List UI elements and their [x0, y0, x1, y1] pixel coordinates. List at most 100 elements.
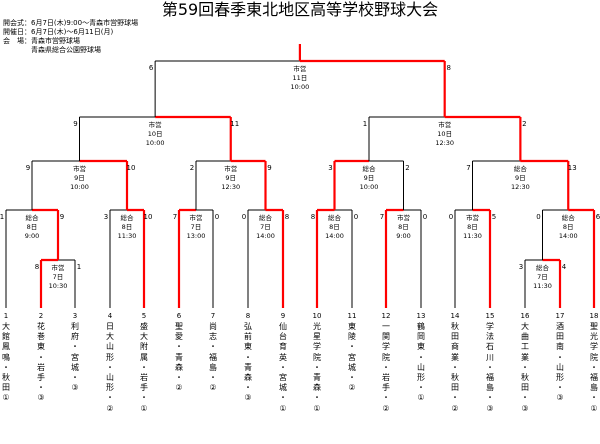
sfa-match-line-1: 10日 — [148, 130, 163, 138]
team-4-char: 大 — [106, 332, 114, 342]
final-match-line-0: 市営 — [293, 64, 306, 73]
team-15-char: 福 — [486, 373, 494, 383]
team-6-char: 青 — [175, 352, 183, 362]
team-14-char: 秋 — [451, 322, 459, 331]
team-10-char: 星 — [313, 332, 321, 342]
team-5-char: 手 — [140, 383, 148, 393]
qfb-match-line-2: 12:30 — [221, 183, 240, 191]
team-1-char: ① — [2, 393, 10, 403]
r2a-match-line-2: 9:00 — [25, 232, 40, 240]
team-name-8: 弘前東・青森・③ — [241, 322, 255, 404]
team-8-char: 森 — [244, 373, 252, 383]
qfb-match-bg — [219, 164, 242, 192]
team-14-char: ・ — [451, 393, 459, 403]
r2g-match-bg — [461, 213, 484, 241]
page-title: 第59回春季東北地区高等学校野球大会 — [161, 0, 439, 19]
team-9-char: 宮 — [279, 373, 287, 383]
team-12-char: ・ — [382, 362, 390, 372]
team-5-char: ・ — [140, 393, 148, 403]
team-6-char: 聖 — [175, 322, 183, 331]
team-name-16: 大曲工業・秋田・③ — [518, 322, 532, 414]
opening-ceremony-info: 開会式：6月7日(木)9:00～青森市営野球場 — [3, 19, 139, 27]
team-8-char: 東 — [244, 342, 252, 352]
r2f-match-line-2: 9:00 — [396, 232, 411, 240]
team-5-char: 大 — [140, 332, 148, 342]
r2h-match-line-2: 14:00 — [559, 232, 578, 240]
team-6-char: 愛 — [175, 332, 183, 342]
r2e-match-line-2: 14:00 — [325, 232, 344, 240]
qfc-score-left: 3 — [328, 164, 332, 172]
team-3-char: ・ — [71, 342, 79, 352]
r2c-score-left: 7 — [173, 213, 177, 221]
team-1-char: ・ — [2, 362, 10, 372]
r2h-match-line-1: 8日 — [563, 223, 574, 231]
team-11-char: 城 — [348, 362, 356, 372]
venue-info-2: 青森県総合公園野球場 — [3, 46, 101, 54]
team-10-char: ・ — [313, 393, 321, 403]
team-name-11: 東陵・宮城・② — [345, 322, 359, 393]
team-number-10: 10 — [313, 312, 322, 320]
team-5-char: 附 — [140, 342, 148, 352]
team-9-char: 英 — [279, 352, 287, 362]
sfa-score-left: 9 — [73, 120, 77, 128]
team-name-5: 盛大附属・岩手・① — [137, 322, 151, 414]
team-number-8: 8 — [246, 312, 250, 320]
team-14-char: ・ — [451, 362, 459, 372]
sfb-score-right: 2 — [522, 120, 526, 128]
team-7-char: 志 — [209, 332, 217, 342]
team-2-char: 東 — [37, 342, 45, 352]
team-number-4: 4 — [108, 312, 113, 320]
r2b-match-bg — [116, 213, 138, 241]
qfc-score-right: 2 — [405, 164, 409, 172]
team-18-char: 院 — [590, 352, 598, 362]
team-1-char: 田 — [2, 383, 10, 393]
team-11-char: 陵 — [348, 332, 356, 342]
team-number-12: 12 — [382, 312, 391, 320]
team-2-char: 手 — [37, 373, 45, 383]
r2g-match-line-1: 8日 — [467, 223, 478, 231]
team-5-char: ・ — [140, 362, 148, 372]
team-4-char: 山 — [106, 373, 114, 383]
team-name-17: 酒田南・山形・③ — [553, 322, 567, 404]
final-match-bg — [288, 64, 311, 92]
team-3-char: 宮 — [71, 352, 79, 362]
r1b-match-line-0: 総合 — [536, 263, 550, 272]
team-6-char: ・ — [175, 373, 183, 383]
qfb-match-line-0: 市営 — [224, 164, 237, 173]
team-14-char: 田 — [451, 332, 459, 342]
team-16-char: 田 — [521, 383, 529, 393]
team-15-char: ・ — [486, 362, 494, 372]
r2a-score-right: 9 — [60, 213, 64, 221]
qfd-match-bg — [509, 164, 532, 192]
team-name-9: 仙台育英・宮城・① — [276, 322, 290, 414]
team-14-char: 田 — [451, 383, 459, 393]
r1a-match-line-1: 7日 — [53, 273, 64, 281]
r2f-score-left: 7 — [380, 213, 384, 221]
venue-info-1: 会 場：青森市営野球場 — [3, 37, 80, 45]
team-4-char: 形 — [106, 383, 114, 393]
r2d-score-right: 8 — [285, 213, 289, 221]
qfd-match-line-0: 総合 — [514, 164, 528, 173]
team-7-char: ② — [209, 383, 217, 393]
r2f-match-line-0: 市営 — [397, 213, 410, 222]
team-number-18: 18 — [590, 312, 599, 320]
r2a-match-line-0: 総合 — [26, 213, 40, 222]
team-2-char: ③ — [37, 393, 45, 403]
team-12-char: 岩 — [382, 373, 390, 383]
team-18-char: 福 — [590, 373, 598, 383]
r2a-score-left: 1 — [0, 213, 4, 221]
r2h-match-line-0: 総合 — [562, 213, 576, 222]
team-18-char: ・ — [590, 362, 598, 372]
team-3-char: 城 — [71, 362, 79, 372]
team-4-char: 日 — [106, 322, 114, 331]
team-name-18: 聖光学院・福島・① — [587, 322, 600, 414]
sfb-match-line-0: 市営 — [438, 120, 451, 129]
r2d-match-line-2: 14:00 — [256, 232, 275, 240]
team-5-char: 盛 — [140, 322, 148, 331]
